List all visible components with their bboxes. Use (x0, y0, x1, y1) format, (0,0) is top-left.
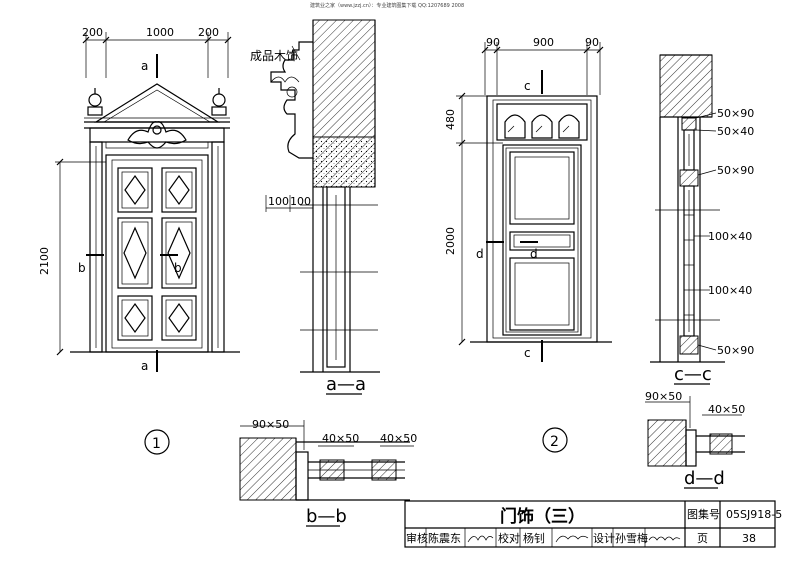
dim-200-right: 200 (198, 26, 219, 39)
door-1-number-circle (144, 429, 170, 455)
section-bb: 90×50 40×50 40×50 b—b (239, 418, 417, 527)
designer-name: 孙雪梅 (615, 531, 648, 545)
section-dd: 90×50 40×50 d—d (645, 390, 745, 489)
carved-ornament (127, 121, 187, 149)
atlas-number: 05SJ918-5 (726, 508, 782, 521)
cut-b-right: b (174, 261, 182, 275)
atlas-label: 图集号 (687, 507, 720, 521)
door-2-number-circle (542, 427, 568, 453)
section-cc: 50×90 50×40 50×90 100×40 100×40 50×90 c—… (650, 54, 754, 385)
dim-2100: 2100 (38, 247, 51, 275)
cut-d-left: d (476, 247, 484, 261)
dim-900: 900 (533, 36, 554, 49)
check-label: 校对 (498, 531, 520, 545)
cc-label-2: 50×40 (717, 125, 754, 138)
cc-label-1: 50×90 (717, 107, 754, 120)
dim-90-right: 90 (585, 36, 599, 49)
dim-1000: 1000 (146, 26, 174, 39)
cc-label-3: 50×90 (717, 164, 754, 177)
door-2-elevation: 90 900 90 c c (444, 36, 612, 453)
dim-200-left: 200 (82, 26, 103, 39)
designer-signature (648, 536, 681, 541)
cc-label-4: 100×40 (708, 230, 752, 243)
cut-d-right: d (530, 247, 538, 261)
design-label: 设计 (593, 532, 615, 545)
title-block: 门饰（三） 图集号 05SJ918-5 审核 陈震东 校对 杨钊 设计 孙雪梅 … (404, 500, 782, 548)
dd-label-2: 40×50 (708, 403, 745, 416)
dim-100-b: 100 (290, 195, 311, 208)
door-1-number: 1 (152, 436, 161, 452)
dd-label-1: 90×50 (645, 390, 682, 403)
door-2-number: 2 (550, 434, 559, 450)
section-dd-title: d—d (684, 468, 725, 489)
cc-label-5: 100×40 (708, 284, 752, 297)
section-bb-title: b—b (306, 506, 347, 527)
page-label: 页 (697, 532, 708, 545)
sheet-title: 门饰（三） (500, 506, 585, 527)
top-note: 建筑业之家（www.jzzj.cn）：专业建筑图集下载 QQ:1207689 2… (310, 2, 464, 9)
bb-label-2: 40×50 (322, 432, 359, 445)
bb-label-3: 40×50 (380, 432, 417, 445)
bb-label-1: 90×50 (252, 418, 289, 431)
cut-a-bottom: a (141, 359, 148, 373)
cut-b-left: b (78, 261, 86, 275)
dim-2000: 2000 (444, 227, 457, 255)
section-aa-title: a—a (326, 374, 366, 395)
door-1-elevation: 200 1000 200 a a (38, 26, 240, 455)
cc-label-6: 50×90 (717, 344, 754, 357)
reviewer-name: 陈震东 (428, 531, 461, 545)
dim-90-left: 90 (486, 36, 500, 49)
cut-c-bottom: c (524, 346, 531, 360)
section-aa: 成品木饰 100 100 a—a (250, 19, 380, 395)
cut-c-top: c (524, 79, 531, 93)
section-cc-title: c—c (674, 364, 712, 385)
note-finished-wood: 成品木饰 (250, 49, 298, 63)
dim-100-a: 100 (268, 195, 289, 208)
reviewer-signature (467, 535, 494, 543)
dim-480: 480 (444, 109, 457, 130)
checker-name: 杨钊 (523, 531, 545, 545)
review-label: 审核 (406, 531, 428, 545)
page-number: 38 (742, 532, 756, 545)
checker-signature (555, 535, 589, 543)
cut-a-top: a (141, 59, 148, 73)
